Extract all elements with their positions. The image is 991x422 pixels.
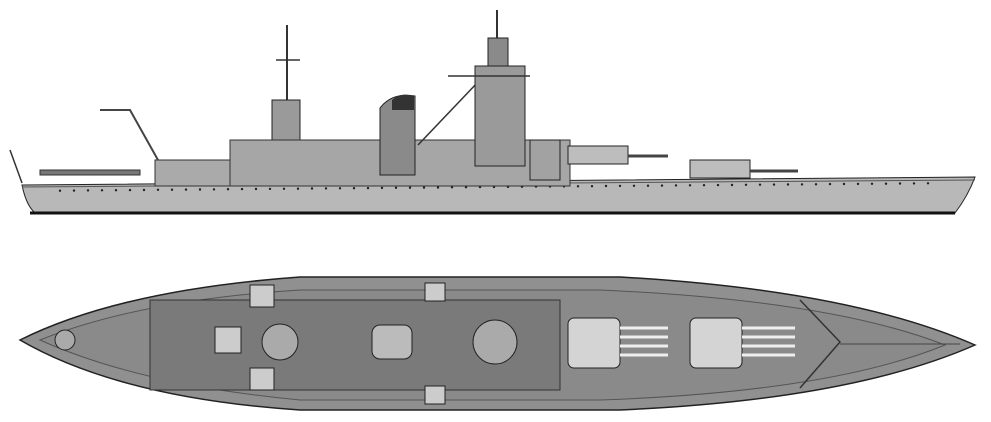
turret-a-plan [689,317,795,369]
porthole [702,184,706,187]
porthole [646,184,650,187]
porthole [464,186,468,189]
porthole [814,183,818,186]
porthole [842,182,846,186]
porthole [870,182,874,185]
porthole [268,187,272,191]
porthole [926,182,930,185]
porthole [100,189,104,192]
turret-b-side [567,145,629,165]
fore-tower-top [487,37,509,67]
porthole [324,187,328,190]
fore-tower-plan [472,319,518,365]
porthole [380,186,384,190]
porthole [394,186,398,189]
porthole [758,183,762,186]
porthole [800,183,804,186]
porthole [254,187,258,191]
porthole [114,189,118,192]
secondary-turret [249,284,275,308]
turret-b-plan [567,317,668,369]
porthole [618,184,622,188]
bridge-block [529,139,561,181]
funnel-cap [392,94,414,110]
porthole [226,188,230,191]
porthole [730,183,734,187]
porthole [632,184,636,187]
aft-director-plan [54,329,76,351]
crane [100,109,159,161]
porthole [660,184,664,187]
stay [417,81,479,146]
secondary-turret [424,385,446,405]
porthole [436,186,440,189]
aft-tower-plan [261,323,299,361]
secondary-turret [214,326,242,354]
porthole [170,188,174,191]
porthole [142,188,146,192]
porthole [576,185,580,188]
jackstaff [9,149,23,184]
porthole [590,185,594,188]
porthole [688,184,692,187]
porthole [128,188,132,192]
funnel-plan [371,324,413,360]
catapult [39,169,141,176]
secondary-turret [249,367,275,391]
porthole [296,187,300,190]
porthole [884,182,888,185]
porthole [450,186,454,189]
porthole [58,189,62,192]
porthole [898,182,902,185]
porthole [156,188,160,191]
porthole [212,188,216,191]
porthole [604,184,608,188]
porthole [912,182,916,185]
turret-a-side [689,159,751,179]
porthole [422,186,426,189]
porthole [828,182,832,186]
secondary-turret [424,282,446,302]
porthole [674,184,678,187]
porthole [184,188,188,191]
porthole [352,187,356,190]
porthole [310,187,314,190]
porthole [282,187,286,190]
porthole [856,182,860,186]
porthole [744,183,748,186]
porthole [716,183,720,187]
porthole [338,187,342,190]
porthole [198,188,202,191]
porthole [72,189,76,192]
top-plan [18,276,977,411]
porthole [408,186,412,189]
porthole [772,183,776,186]
porthole [786,183,790,186]
porthole [366,186,370,190]
side-profile [9,10,976,215]
porthole [86,189,90,192]
fore-tower [474,65,526,167]
bow-breakwater [799,299,842,389]
porthole [240,187,244,191]
